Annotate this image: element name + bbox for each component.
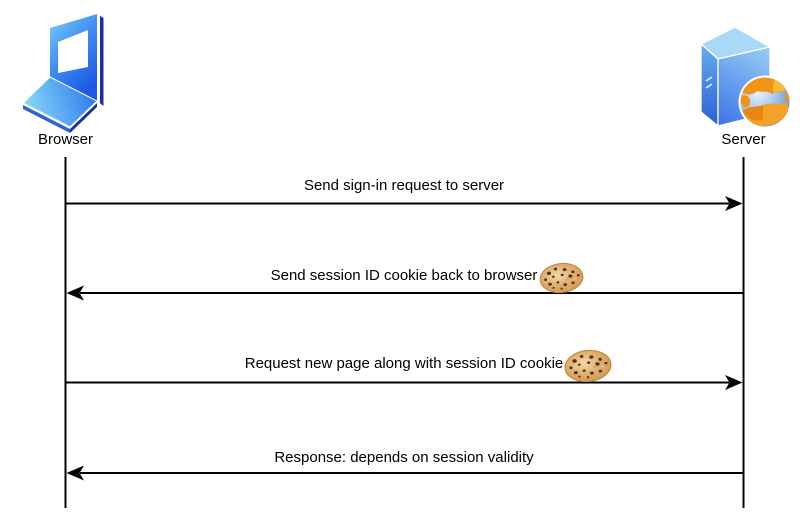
message-label-4: Response: depends on session validity bbox=[274, 449, 534, 466]
message-label-3: Request new page along with session ID c… bbox=[244, 355, 564, 372]
message-arrow-3 bbox=[66, 375, 743, 390]
actor-label-server: Server bbox=[721, 131, 766, 148]
actor-label-browser: Browser bbox=[37, 131, 93, 148]
browser-laptop-icon bbox=[22, 14, 104, 133]
globe-icon bbox=[738, 75, 792, 129]
message-arrow-1 bbox=[66, 196, 743, 211]
arrowhead-right-icon bbox=[725, 375, 743, 390]
message-arrow-4 bbox=[66, 465, 743, 481]
server-vent-dashes bbox=[705, 76, 713, 89]
message-label-1: Send sign-in request to server bbox=[303, 177, 505, 194]
arrowhead-left-icon bbox=[66, 285, 84, 301]
message-label-2: Send session ID cookie back to browser bbox=[270, 267, 538, 284]
server-tower-icon bbox=[699, 26, 772, 128]
arrowhead-right-icon bbox=[725, 196, 743, 211]
message-arrow-2 bbox=[66, 285, 743, 301]
arrowhead-left-icon bbox=[66, 465, 84, 481]
